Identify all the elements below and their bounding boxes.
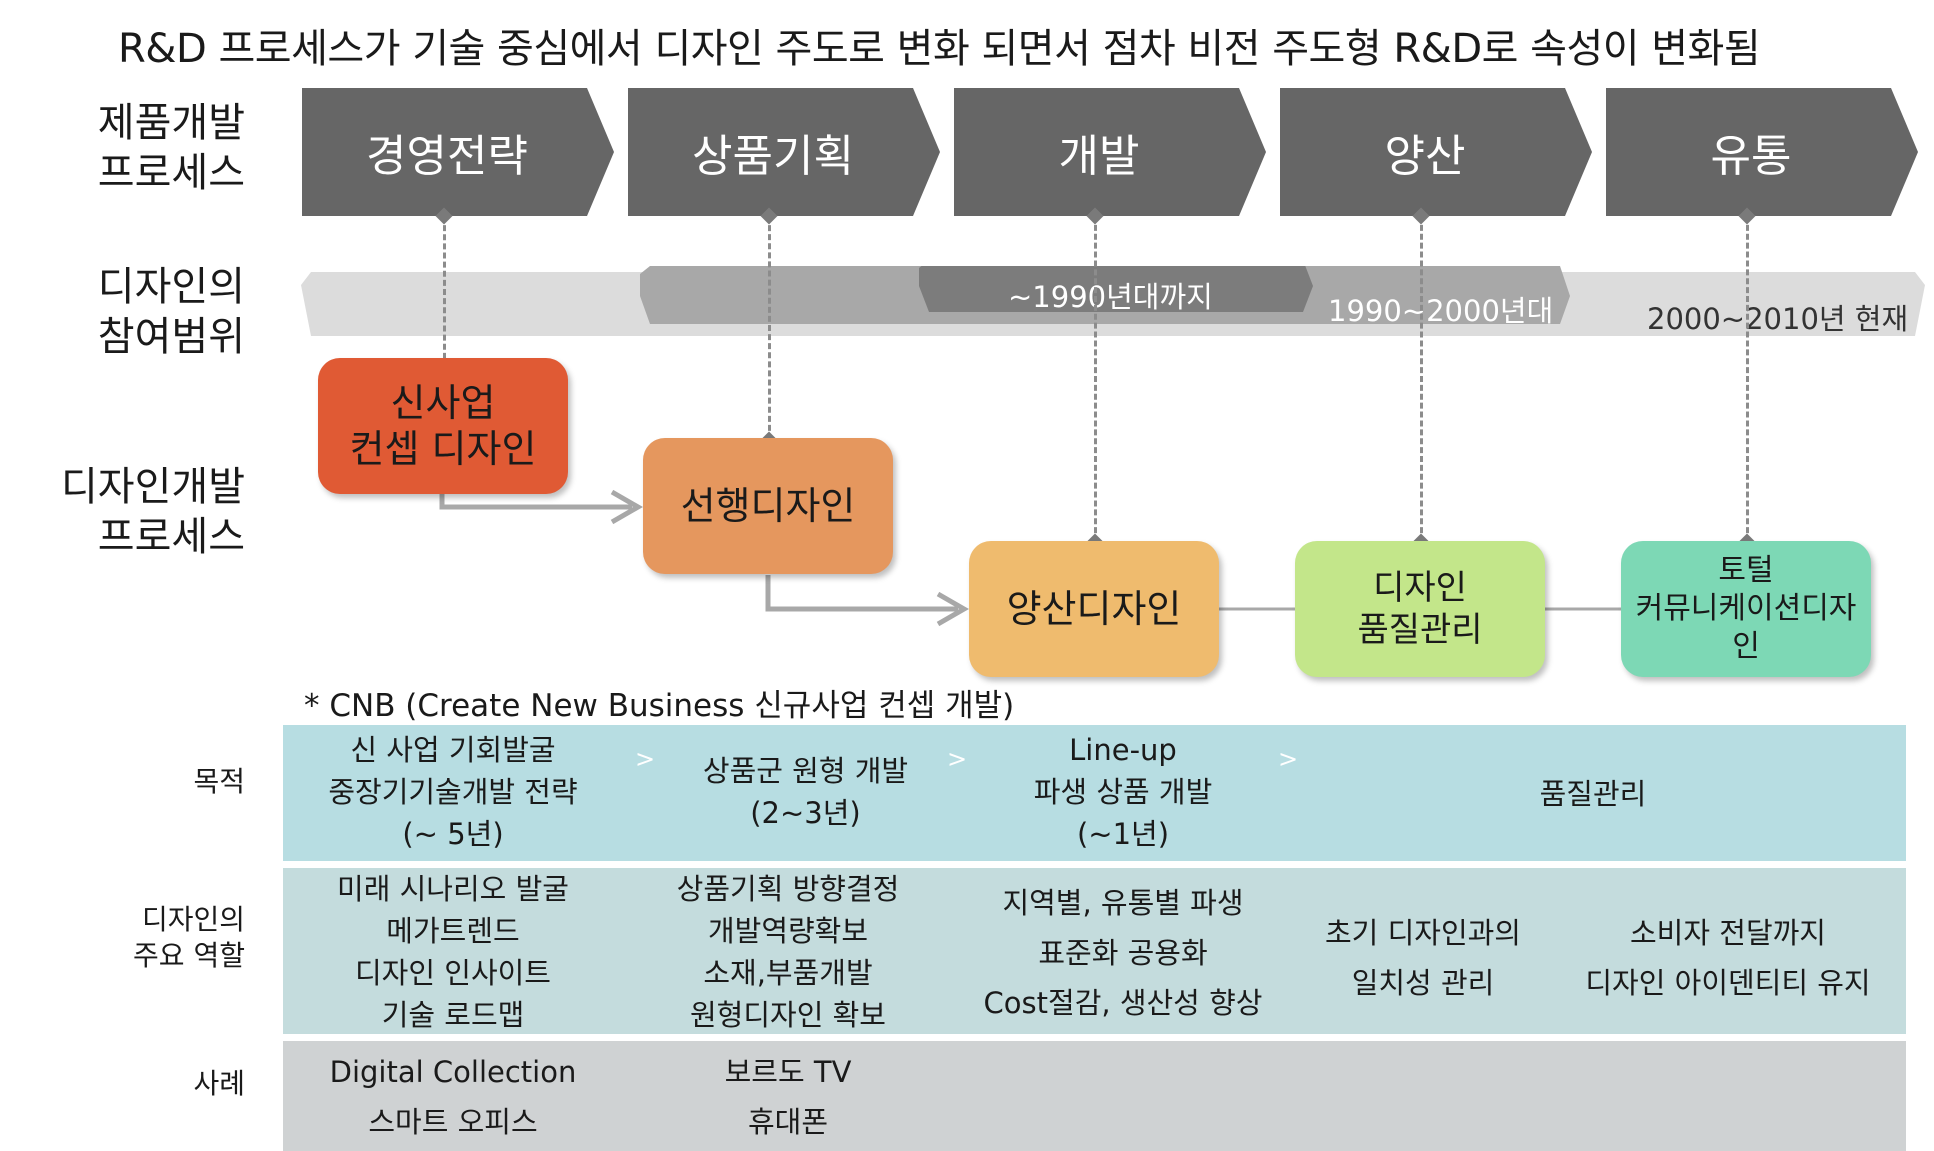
- purpose-cell-quality: 품질관리: [1539, 777, 1647, 811]
- table-row-cases: Digital Collection 스마트 오피스 보르도 TV 휴대폰: [283, 1041, 1906, 1151]
- chevron-shape: [954, 88, 1266, 216]
- role-cell-planning: 상품기획 방향결정 개발역량확보 소재,부품개발 원형디자인 확보: [676, 872, 900, 1032]
- purpose-cell-prototype: 상품군 원형 개발 (2~3년): [702, 754, 909, 830]
- design-box-advanced-design: 선행디자인: [643, 438, 893, 574]
- row-label-product-process: 제품개발 프로세스: [97, 100, 245, 196]
- connector-line: [443, 216, 446, 368]
- page-title: R&D 프로세스가 기술 중심에서 디자인 주도로 변화 되면서 점차 비전 주…: [118, 26, 1761, 72]
- band-label-1990-2000: 1990~2000년대: [1328, 294, 1554, 328]
- row-label-design-process: 디자인개발 프로세스: [61, 464, 245, 560]
- arrow-line: [765, 575, 958, 612]
- flow-arrows: [439, 489, 1624, 627]
- table-label-purpose: 목적: [193, 765, 245, 798]
- band-label-2000-2010: 2000~2010년 현재: [1647, 302, 1909, 336]
- chevron-label: 상품기획: [692, 131, 854, 182]
- chevron-mass-production: 양산: [1280, 88, 1592, 216]
- connector-line: [1746, 216, 1749, 542]
- chevron-label: 유통: [1710, 131, 1792, 182]
- separator-icon: >: [947, 745, 968, 773]
- separator-icon: >: [635, 745, 656, 773]
- chevron-shape: [302, 88, 614, 216]
- connector-line: [768, 216, 771, 440]
- cases-cell-bordeaux-tv: 보르도 TV 휴대폰: [724, 1055, 852, 1139]
- purpose-cell-lineup: Line-up 파생 상품 개발 (~1년): [1033, 733, 1213, 851]
- design-box-mass-production-design: 양산디자인: [969, 541, 1219, 677]
- role-cell-consistency: 초기 디자인과의 일치성 관리: [1325, 916, 1521, 1000]
- arrow-line: [439, 490, 632, 510]
- chevron-management-strategy: 경영전략: [302, 88, 614, 216]
- chevron-shape: [628, 88, 940, 216]
- connector-line: [1094, 216, 1097, 542]
- role-cell-identity: 소비자 전달까지 디자인 아이덴티티 유지: [1585, 916, 1871, 1000]
- design-box-design-quality: 디자인 품질관리: [1295, 541, 1545, 677]
- chevron-distribution: 유통: [1606, 88, 1918, 216]
- chevron-product-planning: 상품기획: [628, 88, 940, 216]
- arrow-head: [610, 489, 644, 525]
- chevron-label: 양산: [1384, 131, 1466, 182]
- band-1990: [919, 266, 1313, 312]
- cnb-note: * CNB (Create New Business 신규사업 컨셉 개발): [304, 688, 1015, 724]
- chevron-development: 개발: [954, 88, 1266, 216]
- separator-icon: >: [1278, 745, 1299, 773]
- table-row-role: 미래 시나리오 발굴 메가트렌드 디자인 인사이트 기술 로드맵 상품기획 방향…: [283, 868, 1906, 1034]
- chevron-label: 경영전략: [366, 131, 528, 182]
- arrow-head: [936, 591, 970, 627]
- role-cell-derivation: 지역별, 유통별 파생 표준화 공용화 Cost절감, 생산성 향상: [983, 886, 1263, 1020]
- band-label-1990: ~1990년대까지: [1008, 280, 1213, 314]
- purpose-cell-new-business: 신 사업 기회발굴 중장기기술개발 전략 (~ 5년): [328, 733, 578, 851]
- participation-bands: [301, 266, 1925, 336]
- design-box-new-business-concept: 신사업 컨셉 디자인: [318, 358, 568, 494]
- table-row-purpose: 신 사업 기회발굴 중장기기술개발 전략 (~ 5년) > 상품군 원형 개발 …: [283, 725, 1906, 861]
- chevron-label: 개발: [1058, 131, 1140, 182]
- role-cell-future: 미래 시나리오 발굴 메가트렌드 디자인 인사이트 기술 로드맵: [337, 872, 569, 1032]
- table-label-cases: 사례: [193, 1067, 245, 1100]
- design-box-total-communication: 토털 커뮤니케이션디자 인: [1621, 541, 1871, 677]
- chevron-shape: [1606, 88, 1918, 216]
- table-label-role: 디자인의 주요 역할: [133, 903, 245, 972]
- connector-line: [1420, 216, 1423, 542]
- chevron-shape: [1280, 88, 1592, 216]
- row-label-design-scope: 디자인의 참여범위: [97, 264, 245, 360]
- cases-cell-digital-collection: Digital Collection 스마트 오피스: [329, 1055, 577, 1139]
